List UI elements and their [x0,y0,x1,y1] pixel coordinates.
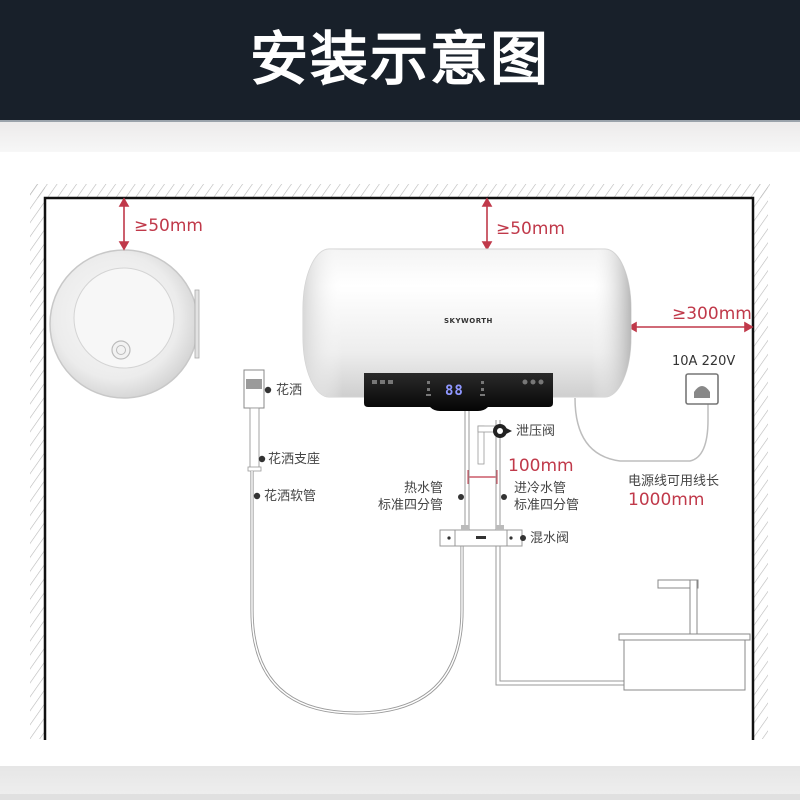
water-heater-tank [302,248,632,411]
shower-hose-label: 花洒软管 [264,489,317,504]
top-gray-band [0,122,800,152]
brand-logo: SKYWORTH [444,317,493,325]
mixing-valve-label: 混水阀 [530,531,570,546]
header-divider [0,120,800,122]
pipes [458,411,624,686]
page-title: 安装示意图 [249,25,550,93]
mixing-valve [439,525,526,547]
cold-pipe-spec-label: 标准四分管 [514,498,580,513]
temperature-display: 88 [445,383,464,399]
cold-pipe-label: 进冷水管 [514,481,567,496]
heater-side-view [49,249,200,399]
header-banner: 安装示意图 [0,0,800,120]
socket-rating-label: 10A 220V [672,354,736,369]
sink [618,579,751,691]
front-top-clearance-label: ≥50mm [496,219,565,239]
right-clearance-label: ≥300mm [672,304,752,324]
dimension-arrows [118,197,754,484]
hot-pipe-spec-label: 标准四分管 [378,498,444,513]
pressure-valve-label: 泄压阀 [516,424,556,439]
power-cord-label: 电源线可用线长 [628,474,720,489]
shower-holder-label: 花洒支座 [268,452,321,467]
pipe-spacing-label: 100mm [508,456,574,476]
hot-pipe-label: 热水管 [404,481,444,496]
shower-assembly [243,369,464,715]
side-top-clearance-label: ≥50mm [134,216,203,236]
power-cord-length: 1000mm [628,490,705,510]
wall [30,184,770,740]
bottom-divider [0,794,800,800]
power-socket [574,373,719,462]
shower-head-label: 花洒 [276,383,303,398]
